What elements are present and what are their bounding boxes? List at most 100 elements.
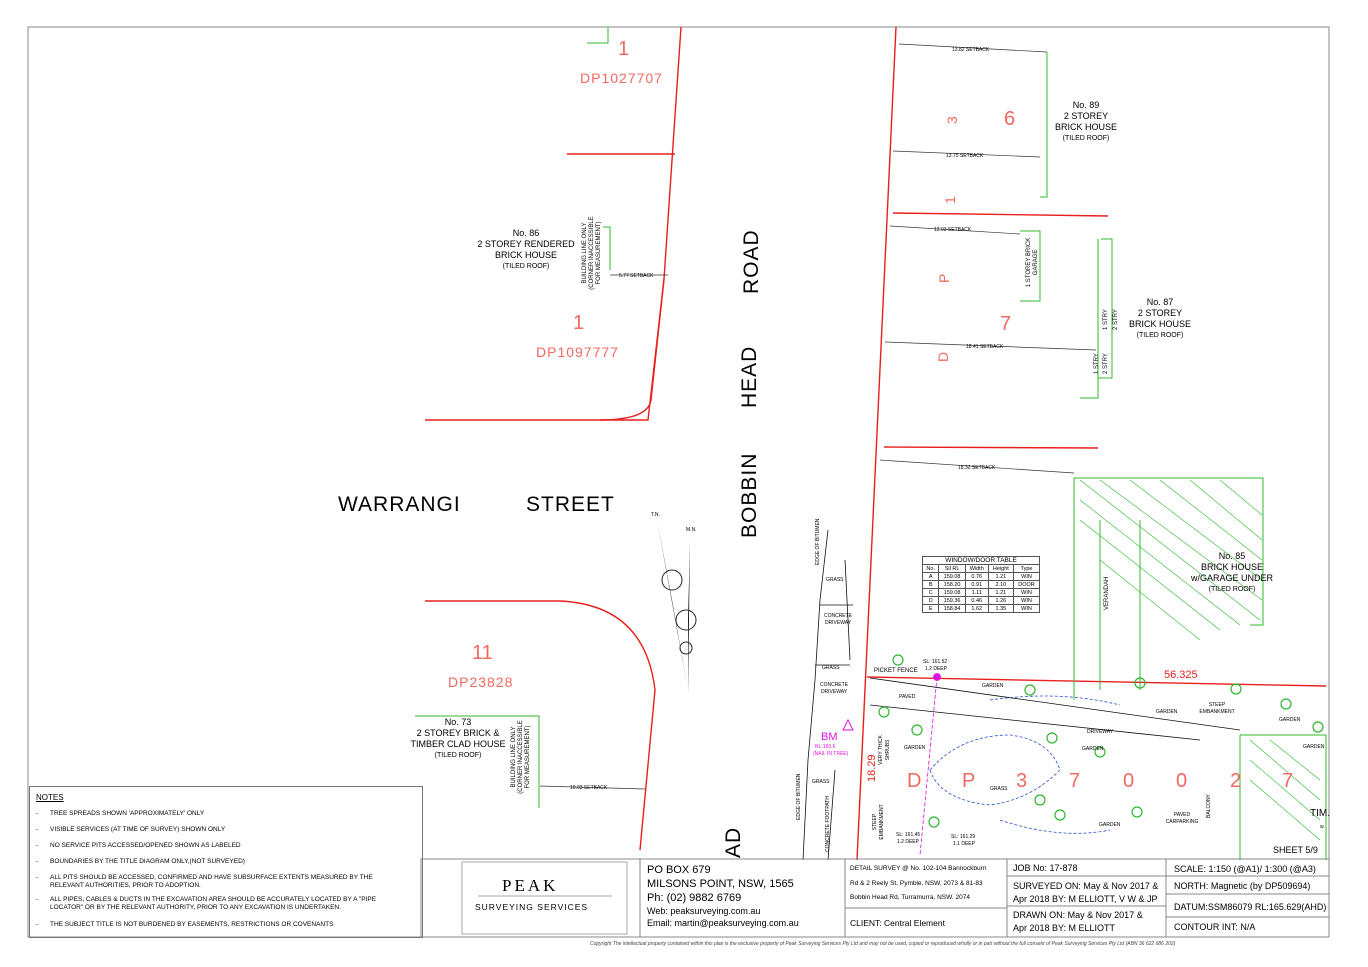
wt-cell: WIN: [1013, 596, 1040, 605]
building-line-note-86: BUILDING LINE ONLY (CORNER INACCESSIBLE …: [582, 216, 602, 290]
note-dash: -: [36, 921, 39, 928]
sl3-label: SL: 161.29: [951, 834, 976, 840]
wt-cell: 1.21: [987, 572, 1015, 581]
boundary-subject-north: [866, 676, 1327, 687]
dp1097777: DP1097777: [536, 344, 619, 360]
wt-cell: 159.36: [938, 596, 966, 605]
wt-cell: WIN: [1013, 604, 1040, 613]
notes-title: NOTES: [36, 793, 64, 802]
wt-cell: 1.11: [964, 588, 989, 597]
dp370027-3: 3: [1016, 770, 1028, 792]
trees: [878, 654, 1324, 828]
garden-2: GARDEN: [904, 745, 926, 751]
street-street: STREET: [526, 493, 615, 516]
dim-1829: 18.29: [866, 754, 878, 782]
surveyed-line-1: SURVEYED ON: May & Nov 2017 &: [1013, 881, 1159, 891]
grass-1: GRASS: [826, 577, 844, 583]
window-table-title: WINDOW/DOOR TABLE: [922, 556, 1040, 565]
road-edges: [802, 529, 1241, 861]
dp370027-7: 7: [1069, 770, 1081, 792]
wt-cell: DOOR: [1013, 580, 1040, 589]
house-85-hatch: [1079, 479, 1321, 841]
copyright-notice: Copyright The intellectual property cont…: [590, 941, 1176, 947]
note-item: -NO SERVICE PITS ACCESSED/OPENED SHOWN A…: [36, 842, 241, 850]
garage-label: 1 STOREY BRICK GARAGE: [1026, 237, 1039, 288]
sheet-label: SHEET 5/9: [1273, 845, 1318, 855]
contour-label: CONTOUR INT: N/A: [1174, 922, 1256, 932]
wt-cell: A: [921, 572, 940, 581]
setback-1003: 10.03 SETBACK: [570, 785, 608, 791]
magnetic-north-label: M.N.: [686, 527, 697, 533]
edge-bitumen-1: EDGE OF BITUMEN: [815, 518, 821, 565]
concrete-driveway-2: CONCRETE DRIVEWAY: [819, 682, 849, 695]
wt-cell: 159.08: [938, 572, 966, 581]
picket-fence-label: PICKET FENCE: [874, 668, 918, 674]
edge-bitumen-2: EDGE OF BITUMEN: [796, 773, 802, 820]
note-dash: -: [36, 858, 39, 865]
email-link[interactable]: Email: martin@peaksurveying.com.au: [647, 918, 799, 928]
note-item: - THE SUBJECT TITLE IS NOT BURDENED BY EA…: [36, 921, 333, 929]
sl2-depth: 1.2 DEEP: [897, 839, 919, 845]
note-dash: -: [36, 874, 39, 881]
paved-carparking: PAVED CARPARKING: [1165, 812, 1199, 825]
boundary-lines: [425, 26, 1327, 861]
dp370027-0b: 0: [1176, 770, 1188, 792]
lot-1-mid: 1: [573, 312, 585, 334]
wt-cell: 0.46: [964, 596, 989, 605]
wt-cell: C: [921, 588, 940, 597]
setback-577: 5.77 SETBACK: [619, 273, 654, 279]
concrete-driveway-1: CONCRETE DRIVEWAY: [823, 613, 853, 626]
scale-label: SCALE: 1:150 (@A1)/ 1:300 (@A3): [1174, 864, 1316, 874]
grass-4: GRASS: [990, 786, 1008, 792]
note-dash: -: [36, 842, 39, 849]
paved-label: PAVED: [899, 694, 916, 700]
lot-6: 6: [1004, 108, 1016, 130]
dp137-1: 1: [942, 195, 958, 204]
sl1-label: SL: 161.52: [923, 659, 948, 665]
title-block-grid: [420, 858, 1330, 938]
notes-panel: NOTES -TREE SPREADS SHOWN 'APPROXIMATELY…: [29, 786, 423, 938]
surveyed-line-2: Apr 2018 BY: M ELLIOTT, V W & JP: [1013, 894, 1158, 904]
wt-cell: 1.35: [987, 604, 1015, 613]
garden-6: GARDEN: [1082, 746, 1104, 752]
boundary-lot11: [425, 600, 656, 851]
garden-5: GARDEN: [1303, 744, 1325, 750]
po-box: PO BOX 679: [647, 864, 711, 876]
note-text: THE SUBJECT TITLE IS NOT BURDENED BY EAS…: [50, 921, 334, 928]
setback-1832: 18.32 SETBACK: [958, 465, 996, 471]
detail-line-2: Rd & 2 Reely St, Pymble, NSW, 2073 & 81-…: [850, 880, 983, 887]
lot-1-top: 1: [618, 38, 630, 60]
phone-number: Ph: (02) 9882 6769: [647, 892, 742, 904]
setback-1382: 13.82 SETBACK: [952, 47, 990, 53]
wt-cell: 158.20: [938, 580, 966, 589]
website-link[interactable]: Web: peaksurveying.com.au: [647, 906, 761, 916]
datum-label: DATUM:SSM86079 RL:165.629(AHD): [1174, 902, 1327, 912]
wt-cell: WIN: [1013, 588, 1040, 597]
road-bottom: AD: [722, 826, 745, 858]
road-bobbin: BOBBIN: [738, 452, 761, 538]
client-label: CLIENT: Central Element: [850, 918, 945, 928]
grass-3: GRASS: [812, 779, 830, 785]
dp370027-2: 2: [1230, 770, 1242, 792]
wt-cell: 1.26: [987, 596, 1015, 605]
note-item: -ALL PIPES, CABLES & DUCTS IN THE EXCAVA…: [36, 896, 376, 912]
sewer-line: [919, 673, 941, 856]
wt-header-type: Type: [1013, 564, 1040, 573]
note-item: -BOUNDARIES BY THE TITLE DIAGRAM ONLY,(N…: [36, 858, 245, 866]
stry-1b: 1 STRY: [1094, 353, 1100, 374]
garden-1: GARDEN: [982, 683, 1004, 689]
grass-2: GRASS: [822, 665, 840, 671]
steep-embankment-2: STEEP EMBANKMENT: [872, 804, 885, 840]
garden-4: GARDEN: [1279, 717, 1301, 723]
wt-header-height: Height: [987, 564, 1015, 573]
boundary-89-87: [892, 212, 1109, 217]
